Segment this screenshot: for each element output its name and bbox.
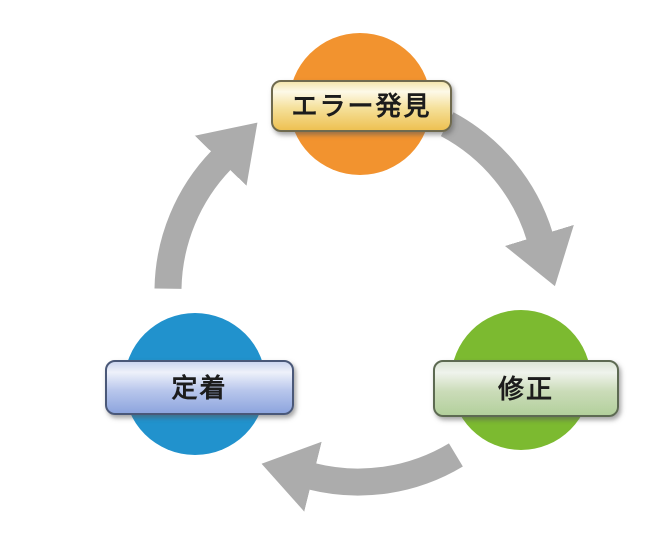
arrow-correction-to-retention xyxy=(261,441,463,512)
node-label-error-discovery: エラー発見 xyxy=(271,80,452,132)
arrow-retention-to-error xyxy=(154,122,258,290)
node-label-correction: 修正 xyxy=(433,360,619,417)
node-label-error-discovery-text: エラー発見 xyxy=(291,91,432,121)
arrow-error-to-correction xyxy=(440,112,574,287)
node-label-retention: 定着 xyxy=(105,360,294,415)
node-label-retention-text: 定着 xyxy=(171,372,228,403)
node-label-correction-text: 修正 xyxy=(497,373,554,404)
